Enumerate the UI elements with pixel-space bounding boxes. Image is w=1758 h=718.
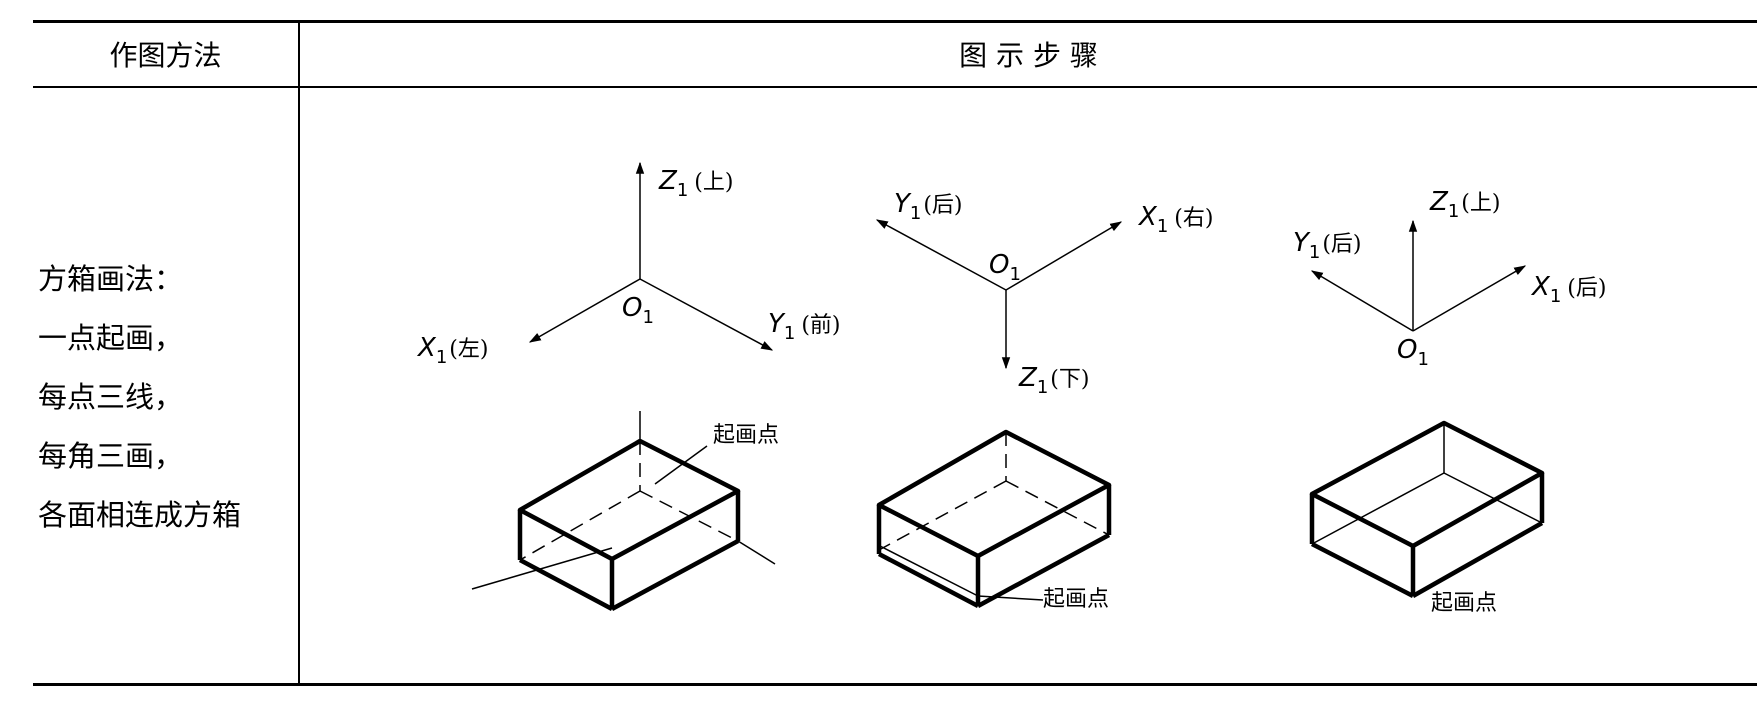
table-bottom-rule [33,683,1757,686]
y-axis-label: Y1(后) [894,189,963,224]
figure-1: Z1(上) O1 X1(左) Y1(前) [416,161,841,611]
x-axis-label: X1(左) [416,333,488,368]
start-point-label: 起画点 [1431,591,1497,616]
x-axis-label: X1(后) [1530,272,1606,307]
z-axis-label: Z1(上) [1429,187,1500,222]
origin-label: O1 [622,293,654,328]
method-text: 方箱画法： 一点起画， 每点三线， 每角三画， 各面相连成方箱 [38,250,241,545]
column-divider [298,20,300,686]
hidden-edges [878,432,1110,551]
figure-3: Z1(上) Y1(后) X1(后) O1 起画点 [1293,187,1606,616]
table-top-rule [33,20,1757,23]
start-point-label: 起画点 [713,423,779,448]
construction-lines [471,411,776,590]
axes-2 [875,219,1123,370]
y-axis [1310,270,1414,332]
box-2: 起画点 [876,429,1112,612]
visible-edges [1309,420,1545,599]
hidden-edges [519,441,739,561]
method-line: 一点起画， [38,321,184,355]
visible-edges [517,438,741,611]
y-axis [639,278,774,351]
axes-1 [528,161,774,351]
x-axis [1412,265,1527,332]
method-line: 方箱画法： [38,262,184,296]
figure-2: Y1(后) X1(右) O1 Z1(下) [875,189,1213,612]
header-method: 作图方法 [109,39,222,72]
header-divider-rule [33,86,1757,88]
method-line: 每点三线， [38,380,184,414]
x-axis [528,278,641,343]
start-point-label: 起画点 [1043,587,1109,612]
box-3: 起画点 [1309,420,1545,616]
method-line: 每角三画， [38,439,184,473]
header-steps: 图 示 步 骤 [959,39,1098,72]
axes-3 [1310,219,1527,332]
y-axis-label: Y1(后) [1293,228,1362,263]
thin-edges [1311,423,1543,547]
origin-label: O1 [1397,335,1429,370]
z-axis-label: Z1(下) [1018,363,1089,398]
origin-label: O1 [989,250,1021,285]
visible-edges [876,429,1112,608]
z-axis-label: Z1(上) [658,166,733,201]
box-1: 起画点 [471,411,779,611]
y-axis-label: Y1(前) [768,309,841,344]
y-axis [875,219,1007,291]
x-axis [1005,221,1123,291]
x-axis-label: X1(右) [1137,202,1213,237]
method-line: 各面相连成方箱 [38,498,242,532]
